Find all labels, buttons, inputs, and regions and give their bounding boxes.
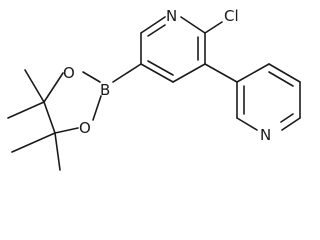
bond-n1-c2 xyxy=(180,16,206,34)
atom-cl: Cl xyxy=(224,7,239,25)
bond-p2-p3-inner xyxy=(268,71,294,87)
bond-c3-c4 xyxy=(172,63,206,83)
bond-c5-b xyxy=(112,63,142,83)
bond-b-o-top xyxy=(82,71,101,83)
atom-n-top: N xyxy=(166,7,177,25)
atom-b: B xyxy=(100,81,110,99)
bond-c1-n1 xyxy=(140,16,166,34)
bond-b-o-bottom xyxy=(92,95,102,121)
bond-o-bottom-c xyxy=(54,127,79,134)
atom-o-bottom: O xyxy=(79,119,91,137)
atom-n-pyridyl: N xyxy=(260,126,271,144)
bond-o-top-c xyxy=(43,72,64,103)
bond-methyl-4 xyxy=(54,132,61,171)
bond-methyl-1 xyxy=(24,69,45,103)
atom-o-top: O xyxy=(63,64,75,82)
bond-c4-c5 xyxy=(140,63,174,83)
structure-canvas: N Cl B O O N xyxy=(7,7,301,171)
bond-c3-pyridyl xyxy=(204,63,238,83)
bond-methyl-3 xyxy=(11,132,56,153)
bond-c4-c5-inner xyxy=(147,60,174,76)
bond-methyl-2 xyxy=(7,101,45,119)
bond-p1-p2 xyxy=(236,63,270,83)
bond-c-c xyxy=(43,101,56,134)
bond-p4-p5-inner xyxy=(280,113,294,123)
molecule-structure: N Cl B O O N xyxy=(7,7,301,171)
bond-pn-p6 xyxy=(236,117,258,131)
bond-c1-n1-inner xyxy=(147,24,166,37)
bond-c2-cl xyxy=(204,21,223,34)
bond-p4-p5 xyxy=(281,117,301,131)
bond-p2-p3 xyxy=(268,63,301,83)
